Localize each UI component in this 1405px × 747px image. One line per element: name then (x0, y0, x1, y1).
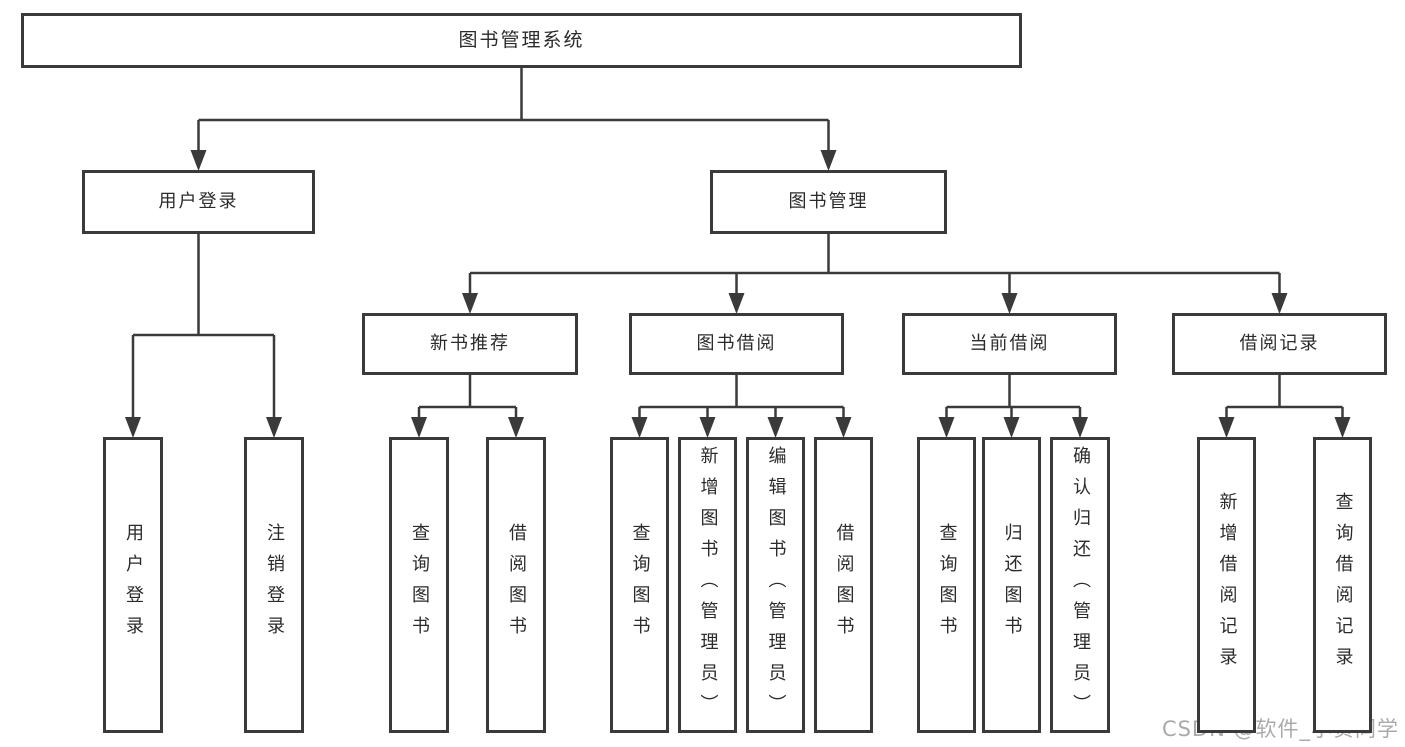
arrowhead-icon (1001, 293, 1018, 314)
node-bb-add: 新增图书（管理员） (678, 437, 737, 733)
node-label-cb-return: 归还图书 (1001, 523, 1023, 647)
arrowhead-icon (1334, 417, 1351, 438)
node-user-login: 用户登录 (82, 170, 315, 234)
node-label-cb-confirm: 确认归还（管理员） (1070, 445, 1091, 725)
node-label-logout-leaf: 注销登录 (264, 523, 285, 647)
node-bb-borrow: 借阅图书 (814, 437, 873, 733)
arrowhead-icon (125, 417, 141, 438)
node-new-book: 新书推荐 (362, 313, 578, 375)
node-borrow: 图书借阅 (629, 313, 844, 375)
arrowhead-icon (411, 417, 427, 438)
node-br-query: 查询借阅记录 (1313, 437, 1372, 733)
arrowhead-icon (1218, 417, 1235, 438)
arrowhead-icon (820, 150, 837, 171)
node-records: 借阅记录 (1172, 313, 1387, 375)
arrowhead-icon (508, 417, 524, 438)
arrowhead-icon (1003, 417, 1020, 438)
node-label-nb-query: 查询图书 (409, 523, 430, 647)
node-book-mgmt: 图书管理 (710, 170, 947, 234)
arrowhead-icon (699, 417, 716, 438)
node-label-bb-query: 查询图书 (629, 523, 651, 647)
node-label-cb-query: 查询图书 (936, 523, 958, 647)
node-label-current: 当前借阅 (969, 333, 1050, 354)
node-login-leaf: 用户登录 (103, 437, 163, 733)
arrowhead-icon (835, 417, 852, 438)
node-label-bb-add: 新增图书（管理员） (697, 445, 719, 725)
node-label-book-mgmt: 图书管理 (788, 191, 869, 212)
arrowhead-icon (1072, 417, 1088, 438)
node-label-br-query: 查询借阅记录 (1332, 492, 1354, 678)
arrowhead-icon (631, 417, 648, 438)
node-label-root: 图书管理系统 (458, 29, 585, 51)
node-cb-query: 查询图书 (917, 437, 976, 733)
node-bb-edit: 编辑图书（管理员） (746, 437, 805, 733)
arrowhead-icon (1271, 293, 1288, 314)
arrowhead-icon (767, 417, 784, 438)
node-label-records: 借阅记录 (1239, 333, 1320, 354)
node-label-bb-borrow: 借阅图书 (833, 523, 855, 647)
node-bb-query: 查询图书 (610, 437, 669, 733)
node-label-login-leaf: 用户登录 (123, 523, 144, 647)
arrowhead-icon (462, 293, 478, 314)
arrowhead-icon (728, 293, 745, 314)
node-label-new-book: 新书推荐 (430, 333, 510, 354)
node-logout-leaf: 注销登录 (244, 437, 304, 733)
node-label-br-add: 新增借阅记录 (1216, 492, 1238, 678)
node-nb-borrow: 借阅图书 (486, 437, 546, 733)
node-br-add: 新增借阅记录 (1197, 437, 1256, 733)
node-cb-confirm: 确认归还（管理员） (1050, 437, 1110, 733)
node-label-borrow: 图书借阅 (696, 333, 777, 354)
node-label-user-login: 用户登录 (158, 191, 239, 212)
arrowhead-icon (190, 150, 207, 171)
node-label-nb-borrow: 借阅图书 (506, 523, 527, 647)
node-cb-return: 归还图书 (982, 437, 1041, 733)
node-label-bb-edit: 编辑图书（管理员） (765, 445, 787, 725)
node-root: 图书管理系统 (21, 13, 1022, 68)
node-current: 当前借阅 (902, 313, 1117, 375)
arrowhead-icon (938, 417, 955, 438)
arrowhead-icon (266, 417, 282, 438)
node-nb-query: 查询图书 (389, 437, 449, 733)
